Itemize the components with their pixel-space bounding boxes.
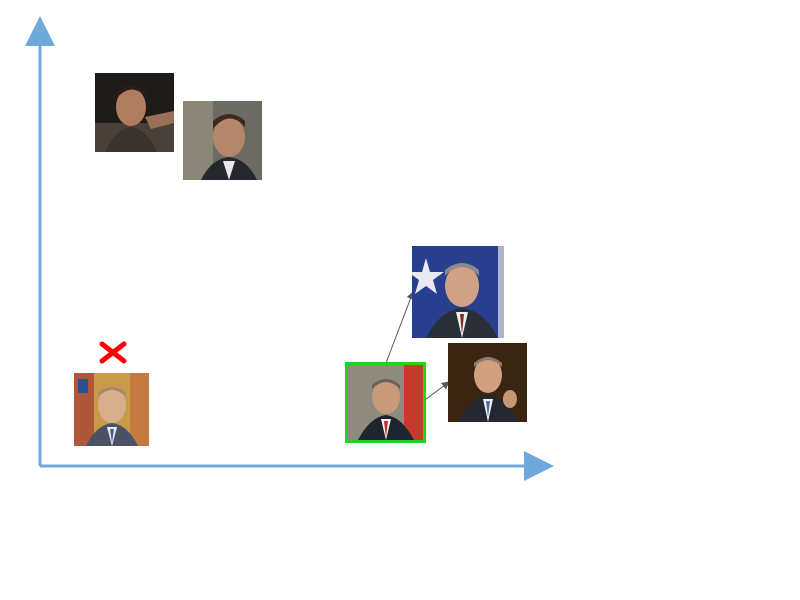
link-arrow-upper [385,291,415,364]
man-portrait-icon [448,343,527,422]
face-photo-query-highlighted [345,362,426,443]
man-portrait-icon [348,365,423,440]
face-photo-arnold-2 [183,101,262,180]
face-photo-rejected [74,373,149,446]
face-photo-neighbor-right [448,343,527,422]
man-portrait-icon [74,373,149,446]
red-x-icon [99,341,127,364]
man-portrait-icon [412,246,504,338]
man-portrait-icon [95,73,174,152]
face-photo-arnold-1 [95,73,174,152]
link-arrow-right [424,381,450,401]
face-photo-neighbor-upper [412,246,504,338]
man-portrait-icon [183,101,262,180]
